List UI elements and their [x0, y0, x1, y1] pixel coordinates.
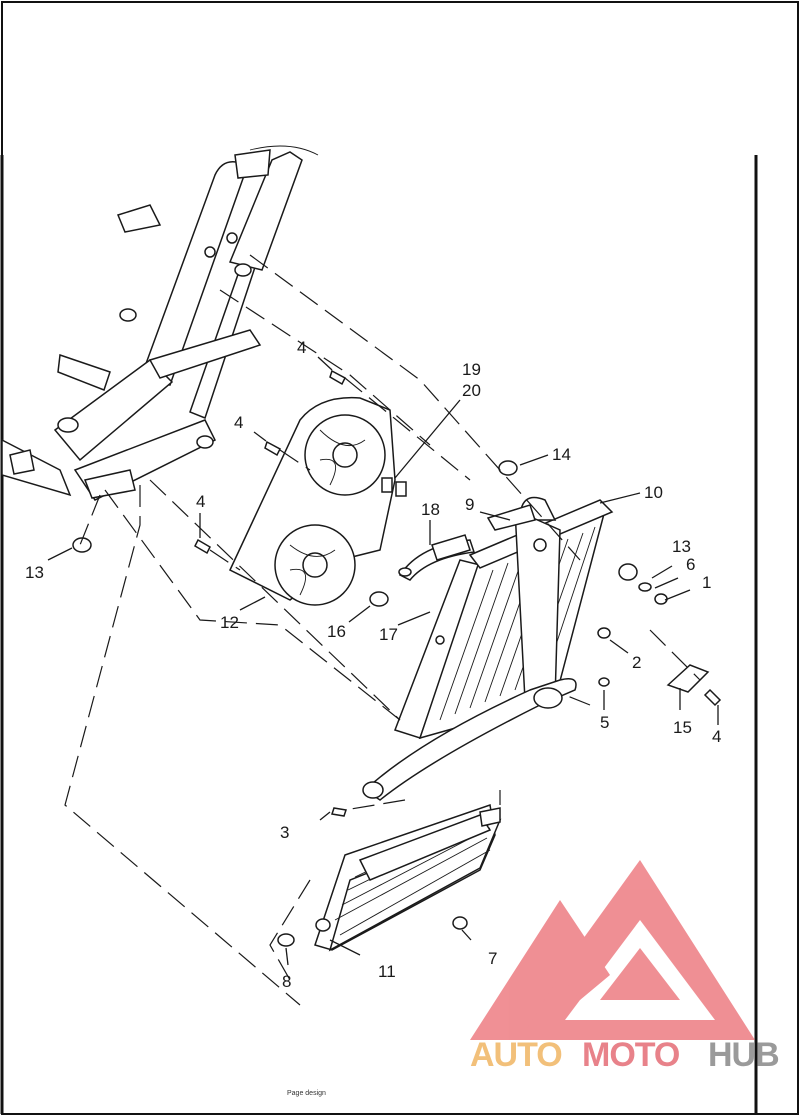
callout-8: 8	[282, 972, 291, 991]
callout-4: 4	[234, 413, 243, 432]
callout-13: 13	[25, 563, 44, 582]
callout-10: 10	[644, 483, 663, 502]
oil-cooler	[314, 804, 502, 952]
watermark-logo-icon	[470, 860, 755, 1040]
callout-9: 9	[465, 495, 474, 514]
watermark-text: AUTO MOTO HUB	[470, 1036, 780, 1074]
callout-4: 4	[196, 492, 205, 511]
callout-1: 1	[702, 573, 711, 592]
watermark-hub: HUB	[708, 1036, 779, 1074]
hardware-parts	[72, 369, 722, 947]
callout-15: 15	[673, 718, 692, 737]
callouts: 1 2 3 4 4 4 4 5 6 7 8 9 10 11 12 13 13 1…	[25, 338, 721, 991]
callout-13: 13	[672, 537, 691, 556]
callout-18: 18	[421, 500, 440, 519]
footer-text: Page design	[287, 1090, 326, 1097]
callout-4: 4	[712, 727, 721, 746]
callout-4: 4	[297, 338, 306, 357]
watermark-moto: MOTO	[582, 1036, 680, 1074]
callout-17: 17	[379, 625, 398, 644]
callout-19: 19	[462, 360, 481, 379]
callout-3: 3	[280, 823, 289, 842]
fan-shroud	[229, 396, 407, 606]
callout-20: 20	[462, 381, 481, 400]
callout-14: 14	[552, 445, 571, 464]
assembly-lines	[64, 254, 701, 1006]
callout-12: 12	[220, 613, 239, 632]
callout-7: 7	[488, 949, 497, 968]
leader-lines	[47, 356, 719, 966]
chassis-frame	[1, 145, 319, 501]
callout-5: 5	[600, 713, 609, 732]
callout-11: 11	[378, 962, 396, 981]
callout-16: 16	[327, 622, 346, 641]
callout-2: 2	[632, 653, 641, 672]
callout-6: 6	[686, 555, 695, 574]
watermark-auto: AUTO	[470, 1036, 562, 1074]
